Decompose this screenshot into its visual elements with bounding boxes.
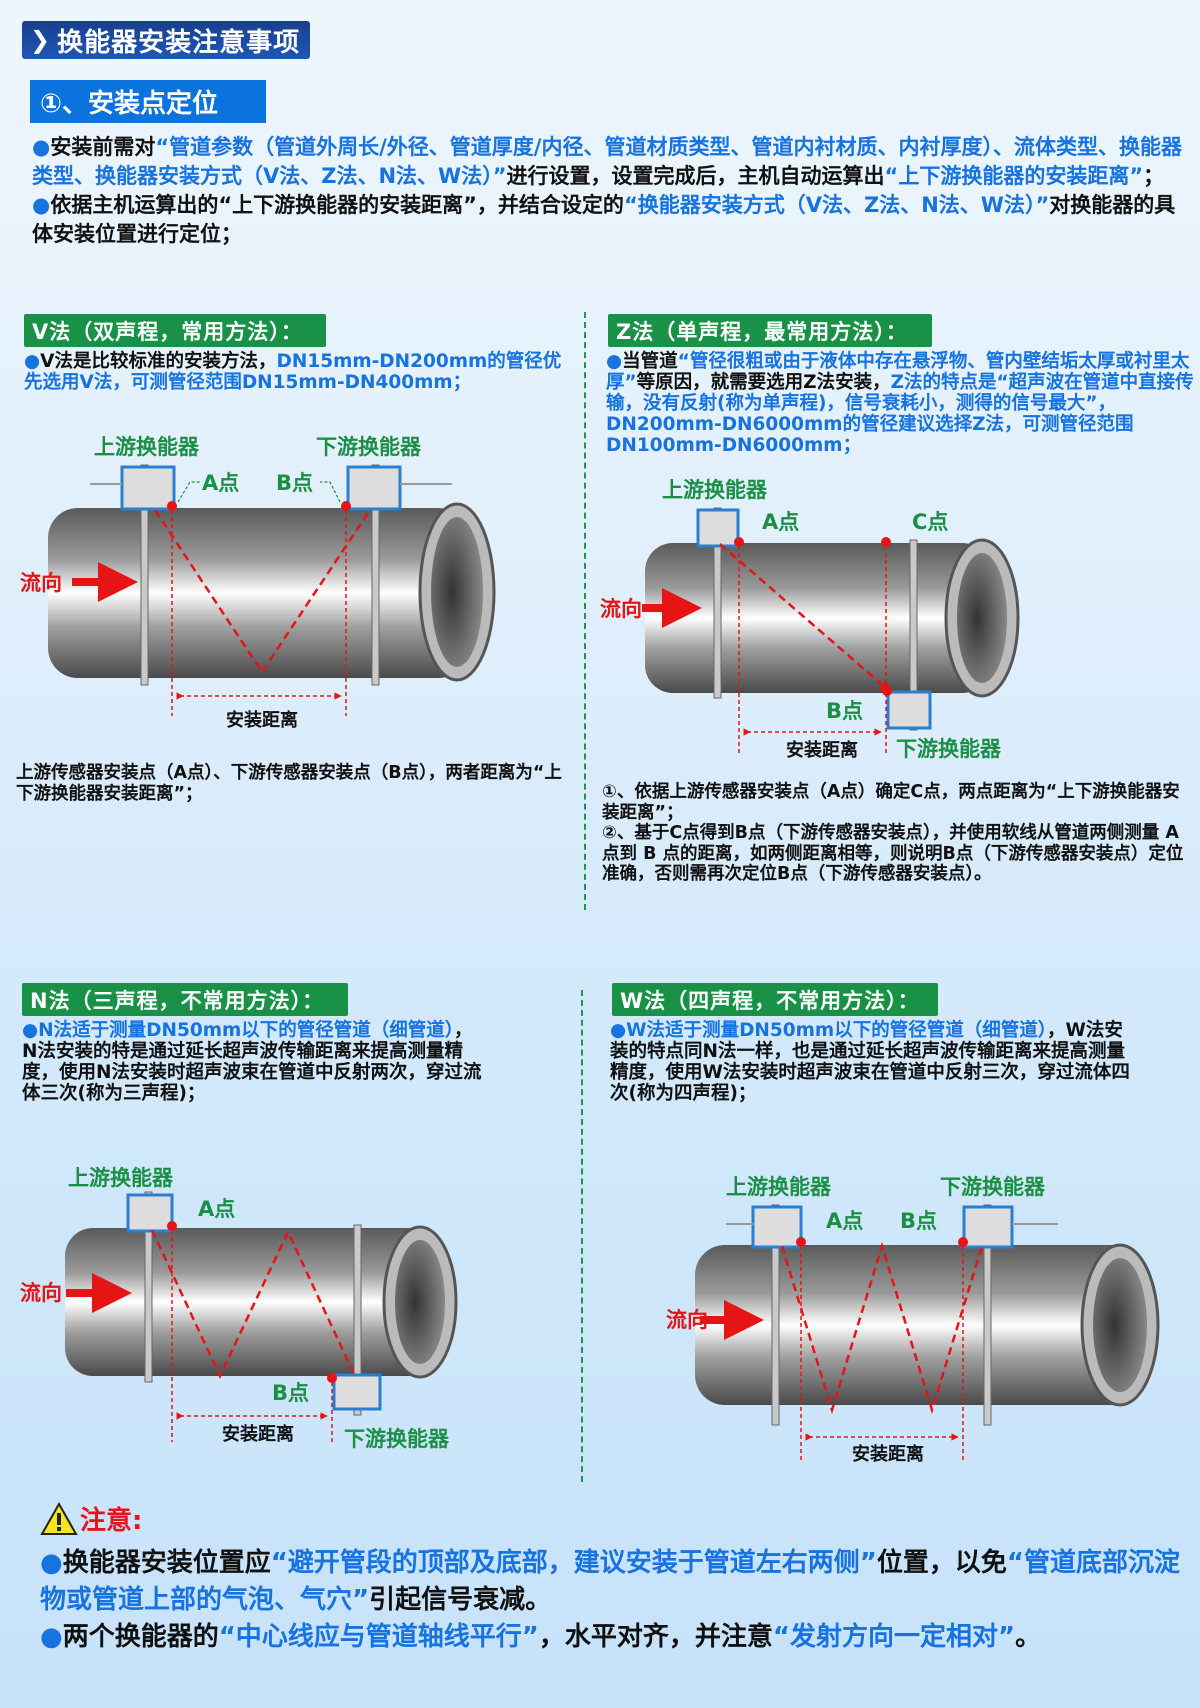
intro-paragraph-2: ●依据主机运算出的“上下游换能器的安装距离”，并结合设定的“换能器安装方式（V法… (32, 193, 1176, 246)
w-method-diagram: 上游换能器 下游换能器 A点 B点 流向 安装距离 (666, 1175, 1160, 1465)
warning-bullet-1: ●换能器安装位置应“避开管段的顶部及底部，建议安装于管道左右两侧”位置，以免“管… (40, 1548, 1180, 1615)
svg-text:A点: A点 (762, 510, 799, 534)
svg-text:上游换能器: 上游换能器 (726, 1175, 832, 1199)
bullet-icon: ● (24, 351, 41, 372)
n-method-diagram: 上游换能器 A点 B点 流向 安装距离 下游换能器 (20, 1166, 458, 1451)
svg-text:B点: B点 (272, 1381, 309, 1405)
warning-header: 注意: (40, 1500, 142, 1537)
n-method-desc: ●N法适于测量DN50mm以下的管径管道（细管道），N法安装的特是通过延长超声波… (22, 1020, 482, 1104)
downstream-label: 下游换能器 (316, 435, 422, 459)
svg-text:下游换能器: 下游换能器 (896, 737, 1002, 761)
svg-text:B点: B点 (900, 1209, 937, 1233)
w-method-tag: W法（四声程，不常用方法）： (612, 983, 938, 1016)
warning-text: ●换能器安装位置应“避开管段的顶部及底部，建议安装于管道左右两侧”位置，以免“管… (40, 1545, 1180, 1656)
upstream-transducer (120, 465, 176, 511)
v-method-note: 上游传感器安装点（A点）、下游传感器安装点（B点），两者距离为“上下游换能器安装… (16, 763, 562, 804)
svg-text:流向: 流向 (20, 1281, 62, 1305)
section-title-bar: ①、安装点定位 (30, 80, 266, 123)
clamp-band (371, 464, 380, 686)
pipe-body (48, 508, 468, 678)
v-method-tag: V法（双声程，常用方法）： (24, 314, 326, 347)
z-method-notes: ①、依据上游传感器安装点（A点）确定C点，两点距离为“上下游换能器安装距离”； … (602, 782, 1184, 884)
point-a-marker (167, 501, 177, 511)
warning-bullet-2: ●两个换能器的“中心线应与管道轴线平行”，水平对齐，并注意“发射方向一定相对”。 (40, 1622, 1042, 1652)
svg-text:上游换能器: 上游换能器 (68, 1166, 174, 1190)
svg-text:安装距离: 安装距离 (852, 1443, 924, 1465)
svg-text:下游换能器: 下游换能器 (344, 1427, 450, 1451)
n-method-tag: N法（三声程，不常用方法）： (22, 983, 348, 1016)
bullet-icon: ● (40, 1548, 63, 1578)
column-divider-top (584, 312, 586, 910)
upstream-label: 上游换能器 (94, 435, 200, 459)
svg-text:A点: A点 (826, 1209, 863, 1233)
point-b-marker (341, 501, 351, 511)
svg-text:C点: C点 (912, 510, 948, 534)
z-method-desc: ●当管道“管径很粗或由于液体中存在悬浮物、管内壁结垢太厚或衬里太厚”等原因，就需… (606, 351, 1194, 456)
warning-triangle-icon (40, 1501, 78, 1535)
intro-text: ●安装前需对“管道参数（管道外周长/外径、管道厚度/内径、管道材质类型、管道内衬… (32, 133, 1182, 249)
bullet-icon: ● (32, 193, 51, 217)
page-title-bar: ❯ 换能器安装注意事项 (22, 21, 310, 59)
svg-text:B点: B点 (826, 699, 863, 723)
chevron-right-icon: ❯ (30, 26, 52, 54)
svg-text:A点: A点 (198, 1197, 235, 1221)
bullet-icon: ● (32, 135, 51, 159)
svg-text:上游换能器: 上游换能器 (662, 478, 768, 502)
z-method-diagram: 上游换能器 A点 C点 B点 流向 安装距离 下游换能器 (600, 478, 1020, 761)
page-title: 换能器安装注意事项 (57, 27, 301, 58)
z-method-tag: Z法（单声程，最常用方法）： (608, 314, 932, 347)
distance-label: 安装距离 (226, 709, 298, 731)
downstream-transducer (886, 690, 932, 730)
flow-label: 流向 (20, 571, 62, 595)
clamp-band (140, 464, 149, 686)
intro-paragraph-1: ●安装前需对“管道参数（管道外周长/外径、管道厚度/内径、管道材质类型、管道内衬… (32, 135, 1182, 188)
bullet-icon: ● (22, 1020, 39, 1041)
point-a-label: A点 (202, 471, 239, 495)
svg-text:下游换能器: 下游换能器 (940, 1175, 1046, 1199)
bullet-icon: ● (606, 351, 623, 372)
svg-text:安装距离: 安装距离 (222, 1423, 294, 1445)
upstream-transducer (696, 508, 740, 548)
column-divider-bottom (581, 990, 583, 1482)
downstream-transducer (346, 465, 402, 511)
v-method-diagram: 上游换能器 下游换能器 A点 B点 流向 安装距离 (20, 435, 496, 731)
bullet-icon: ● (40, 1622, 63, 1652)
svg-text:流向: 流向 (666, 1308, 708, 1332)
svg-text:流向: 流向 (600, 597, 642, 621)
section-title: ①、安装点定位 (40, 89, 219, 119)
w-method-desc: ●W法适于测量DN50mm以下的管径管道（细管道），W法安装的特点同N法一样，也… (610, 1020, 1130, 1104)
svg-text:安装距离: 安装距离 (786, 739, 858, 761)
v-method-desc: ●V法是比较标准的安装方法，DN15mm-DN200mm的管径优先选用V法，可测… (24, 351, 562, 393)
point-b-label: B点 (276, 471, 313, 495)
warning-label: 注意: (80, 1506, 143, 1536)
bullet-icon: ● (610, 1020, 627, 1041)
